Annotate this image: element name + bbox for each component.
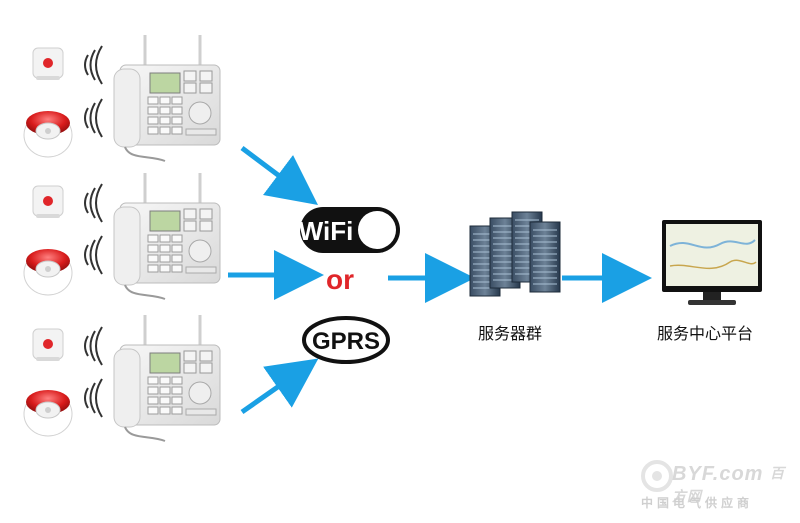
alarm-button-icon: [32, 328, 64, 362]
server-cluster-icon: [469, 211, 561, 297]
signal-waves-icon: [84, 235, 103, 275]
gprs-logo-icon: GPRS: [302, 316, 390, 364]
siren-icon: [23, 248, 73, 296]
arrow-1: [240, 146, 318, 205]
signal-waves-icon: [84, 98, 103, 138]
arrow-3: [240, 358, 319, 415]
desk-phone-icon: [112, 33, 222, 163]
terminal-group-2: [23, 171, 222, 301]
gprs-label: GPRS: [312, 328, 380, 355]
watermark-brand: BYF.com 百方网: [672, 463, 800, 509]
alarm-button-icon: [32, 185, 64, 219]
siren-icon: [23, 389, 73, 437]
signal-waves-icon: [84, 183, 103, 223]
desk-phone-icon: [112, 171, 222, 301]
platform-label: 服务中心平台: [657, 324, 754, 343]
watermark-brand-en: BYF.com: [672, 463, 764, 485]
signal-waves-icon: [84, 45, 103, 85]
terminal-group-3: [23, 313, 222, 443]
watermark-tagline: 中国电气供应商: [641, 496, 754, 510]
siren-icon: [23, 110, 73, 158]
servers-label: 服务器群: [478, 324, 543, 343]
or-label: or: [326, 264, 354, 295]
wifi-logo-icon: WiFi: [299, 207, 400, 253]
terminal-group-1: [23, 33, 222, 163]
monitor-icon: [662, 220, 762, 305]
alarm-button-icon: [32, 47, 64, 81]
signal-waves-icon: [84, 326, 103, 366]
signal-waves-icon: [84, 378, 103, 418]
watermark-brand-cn: 百方网: [672, 465, 786, 504]
desk-phone-icon: [112, 313, 222, 443]
byf-logo-icon: [641, 460, 673, 492]
wifi-label: WiFi: [299, 216, 354, 246]
